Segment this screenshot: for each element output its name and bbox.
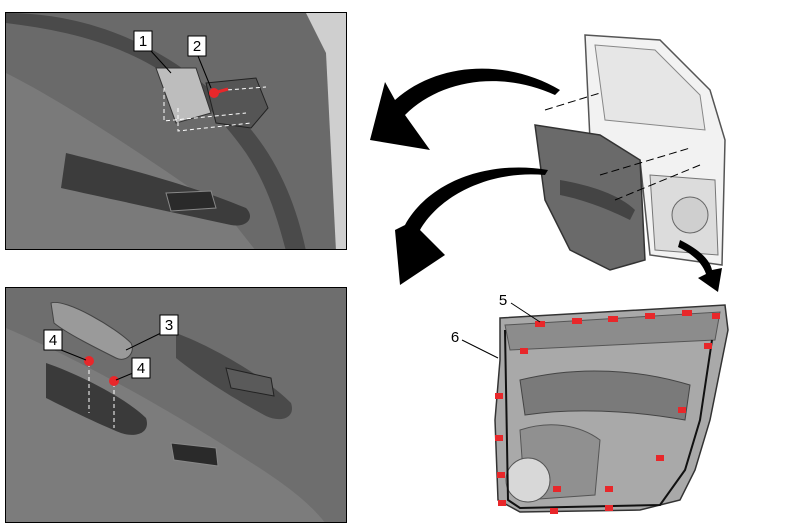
speaker-grille <box>505 457 551 503</box>
callout-box-2 <box>187 35 207 57</box>
callout-box-1 <box>133 30 153 52</box>
window-switch <box>165 190 217 212</box>
removed-trim-panel <box>534 124 646 271</box>
inset-handle-bezel-drawing: 1 2 <box>6 13 346 249</box>
fastener-screw-right <box>109 376 119 386</box>
removal-arrow-upper <box>370 68 560 150</box>
leader-1 <box>150 50 172 74</box>
callout-5: 5 <box>499 292 507 309</box>
callout-4b: 4 <box>137 360 145 377</box>
leader-4b <box>115 372 134 381</box>
callout-1: 1 <box>139 33 147 50</box>
fastener-shank <box>213 87 229 95</box>
leader-6 <box>461 339 499 359</box>
pull-cup-trim-part <box>50 302 133 360</box>
alignment-lines <box>544 92 701 201</box>
inside-handle <box>225 367 275 397</box>
armrest-surface <box>6 328 325 522</box>
callout-box-3 <box>159 314 179 336</box>
window-switch <box>170 442 219 467</box>
leader-5 <box>510 302 541 323</box>
fastener-guide-lines <box>88 363 115 428</box>
fastener-screw-left <box>84 356 94 366</box>
leader-2 <box>197 55 212 89</box>
callout-box-4b <box>131 357 151 379</box>
retainer-clips <box>495 310 720 514</box>
callout-3: 3 <box>165 317 173 334</box>
pull-cup-recess <box>46 363 147 435</box>
door-frame <box>584 34 726 266</box>
trim-contour-upper <box>6 13 306 249</box>
rotate-arrow <box>678 240 722 292</box>
callout-box-4a <box>43 329 63 351</box>
trim-panel-back-view <box>494 304 729 514</box>
inset-handle-bezel: 1 2 <box>5 12 347 250</box>
callout-4a: 4 <box>49 332 57 349</box>
leader-4a <box>60 349 87 361</box>
callout-6: 6 <box>451 329 459 346</box>
leader-3 <box>125 332 162 351</box>
handle-bezel-part <box>155 67 212 124</box>
inset-pull-cup-drawing: 3 4 4 <box>6 288 346 522</box>
callout-2: 2 <box>193 38 201 55</box>
inset-pull-cup: 3 4 4 <box>5 287 347 523</box>
removal-arrow-lower <box>395 167 548 285</box>
